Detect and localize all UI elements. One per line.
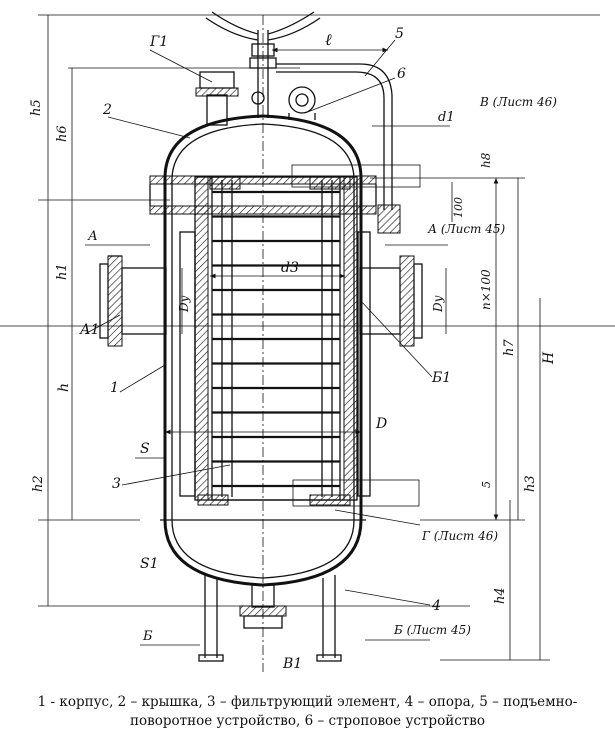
vessel-supports — [198, 575, 342, 662]
label-3: 3 — [112, 476, 121, 492]
label-6: 6 — [397, 66, 406, 82]
label-nx100: n×100 — [479, 269, 493, 310]
label-h2: h2 — [31, 475, 46, 492]
outlet-nozzle-b1 — [359, 255, 423, 347]
label-dy-right: Dy — [431, 295, 445, 313]
label-d3: d3 — [281, 260, 299, 276]
dimension-lines — [0, 14, 615, 661]
vessel-cover — [149, 114, 377, 215]
label-g1: Г1 — [149, 34, 168, 50]
label-v-sheet: В (Лист 46) — [479, 95, 557, 109]
label-g-sheet: Г (Лист 46) — [421, 529, 498, 543]
label-5-dim: 5 — [480, 481, 493, 488]
sling-lug — [288, 86, 316, 120]
lifting-device — [205, 11, 401, 234]
label-4: 4 — [431, 598, 441, 614]
figure-caption: 1 - корпус, 2 – крышка, 3 – фильтрующий … — [8, 693, 607, 731]
inlet-nozzle-a1 — [99, 255, 167, 347]
label-S: S — [140, 441, 150, 457]
label-D: D — [375, 416, 387, 432]
leader-lines — [84, 39, 433, 606]
label-b1: Б1 — [431, 370, 451, 386]
label-v1: В1 — [282, 656, 302, 672]
filter-vessel-drawing: Г1 ℓ 5 6 2 В (Лист 46) d1 h5 h6 h8 100 А… — [0, 11, 615, 672]
label-h4: h4 — [493, 587, 508, 604]
label-h7: h7 — [502, 339, 517, 356]
label-l: ℓ — [325, 30, 332, 49]
label-h5: h5 — [29, 99, 44, 116]
label-1: 1 — [110, 380, 119, 396]
label-h6: h6 — [55, 125, 70, 142]
filter-element — [194, 176, 358, 506]
label-5: 5 — [395, 26, 404, 42]
label-h: h — [56, 383, 72, 392]
top-nozzle-g1 — [195, 71, 239, 126]
label-dy-left: Dy — [177, 295, 191, 313]
detail-box-g — [292, 479, 420, 507]
label-b-left: Б — [142, 629, 153, 644]
label-H: H — [541, 351, 557, 365]
label-a-sheet: А (Лист 45) — [427, 222, 506, 236]
label-b-sheet: Б (Лист 45) — [393, 623, 471, 637]
label-h3: h3 — [523, 475, 538, 492]
detail-box-v — [291, 164, 421, 188]
label-2: 2 — [102, 102, 112, 118]
label-a1: А1 — [79, 322, 100, 338]
label-100: 100 — [452, 197, 465, 218]
label-a-left: А — [87, 229, 98, 244]
label-d1: d1 — [438, 110, 455, 125]
inner-baffle — [179, 231, 371, 497]
label-h8: h8 — [479, 152, 493, 168]
caption-line-2: поворотное устройство, 6 – строповое уст… — [130, 713, 485, 729]
label-s1: S1 — [140, 556, 159, 572]
label-h1: h1 — [55, 263, 70, 280]
caption-line-1: 1 - корпус, 2 – крышка, 3 – фильтрующий … — [37, 694, 578, 710]
